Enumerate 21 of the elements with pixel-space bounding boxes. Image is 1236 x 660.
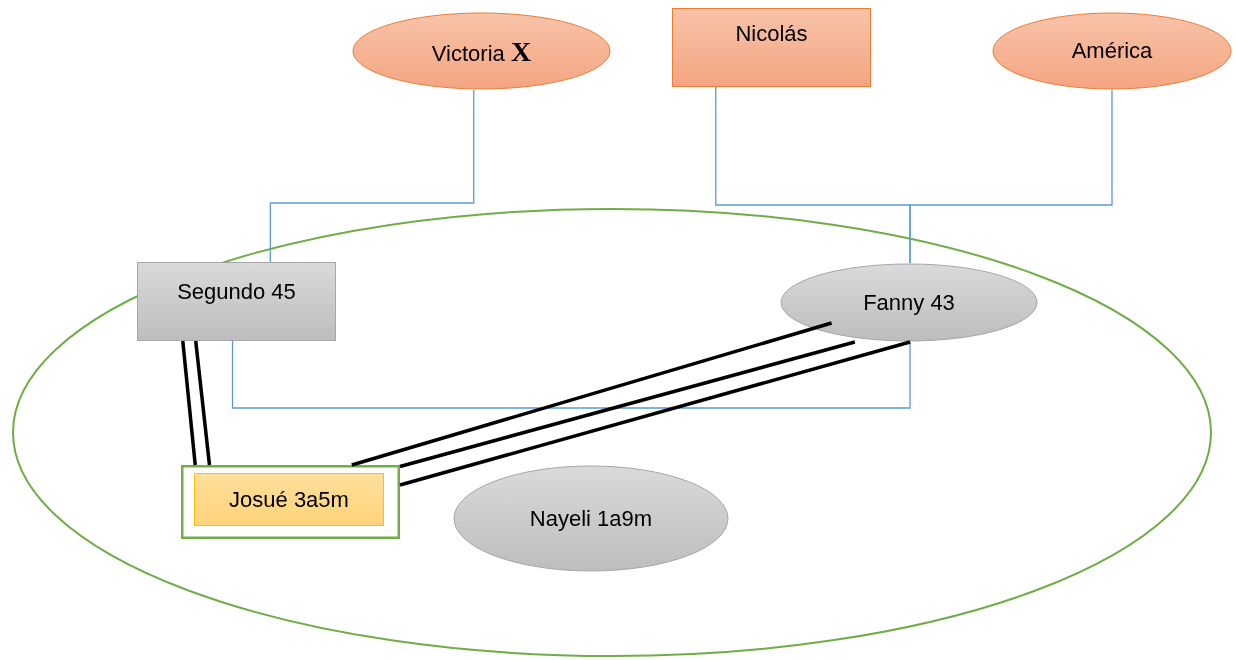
family-line [269,89,475,263]
relationship-line [351,321,833,467]
frame-box [181,465,400,539]
person-box [672,8,871,87]
person-ellipse [352,12,611,90]
family-line [231,340,911,409]
person-name: Victoria X [431,34,532,69]
person-name: América [1071,37,1153,65]
relationship-line [399,340,856,469]
person-name: Josué 3a5m [229,485,349,514]
person-name: Nicolás [735,20,808,48]
relationship-line [193,340,212,466]
relationship-line [181,340,197,466]
family-line [909,89,1113,264]
person-ellipse [453,465,729,572]
person-box [194,473,384,526]
relationship-line [399,340,911,487]
person-ellipse [992,12,1232,90]
person-name: Nayeli 1a9m [529,504,653,533]
person-name: Fanny 43 [863,288,955,317]
person-name: Segundo 45 [177,278,296,306]
